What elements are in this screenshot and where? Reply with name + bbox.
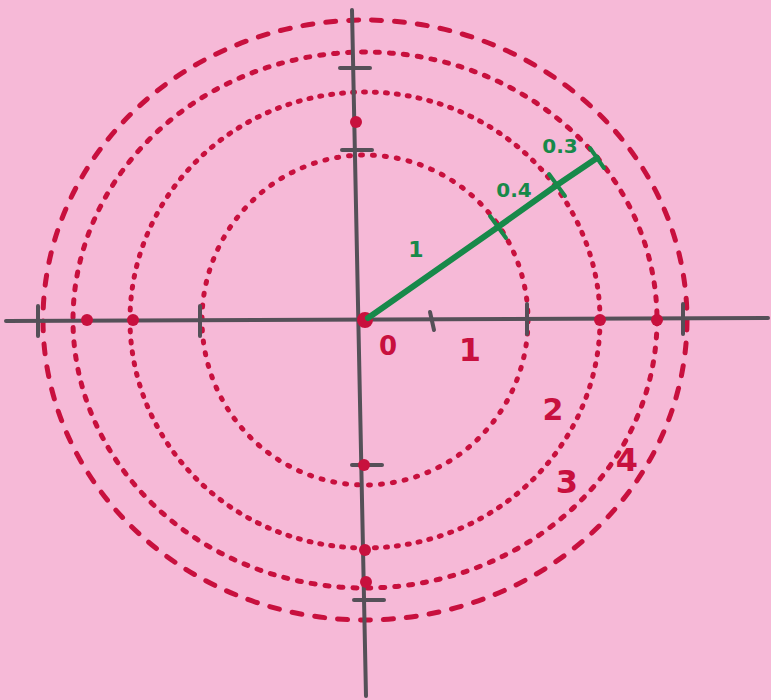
dot	[358, 459, 370, 471]
y-axis	[352, 10, 366, 696]
axes	[6, 10, 768, 696]
tick	[340, 66, 370, 70]
tick	[525, 304, 529, 334]
segment-1	[368, 227, 498, 318]
dot	[360, 576, 372, 588]
dot	[359, 544, 371, 556]
segment-tick	[549, 174, 565, 196]
circle-number: 1	[459, 334, 481, 366]
dot	[651, 314, 663, 326]
intersection-dots	[81, 116, 663, 588]
circle-number: 2	[543, 395, 564, 425]
tick	[198, 306, 202, 336]
distance-label: 1	[408, 239, 423, 261]
distance-segments	[368, 148, 604, 318]
segment-tick	[490, 216, 506, 238]
circle-number: 3	[556, 466, 578, 498]
tick	[681, 304, 685, 334]
tick	[430, 312, 434, 330]
tick	[36, 306, 40, 336]
circle-number: 0	[379, 333, 397, 359]
dot	[81, 314, 93, 326]
dot	[127, 314, 139, 326]
dot	[350, 116, 362, 128]
distance-label: 0.4	[496, 180, 531, 200]
dot	[594, 314, 606, 326]
tick	[342, 148, 372, 152]
tick	[354, 598, 384, 602]
circle-number: 4	[616, 444, 638, 476]
segment-tick	[590, 148, 604, 168]
segment-0-3	[557, 158, 597, 185]
distance-label: 0.3	[542, 136, 577, 156]
